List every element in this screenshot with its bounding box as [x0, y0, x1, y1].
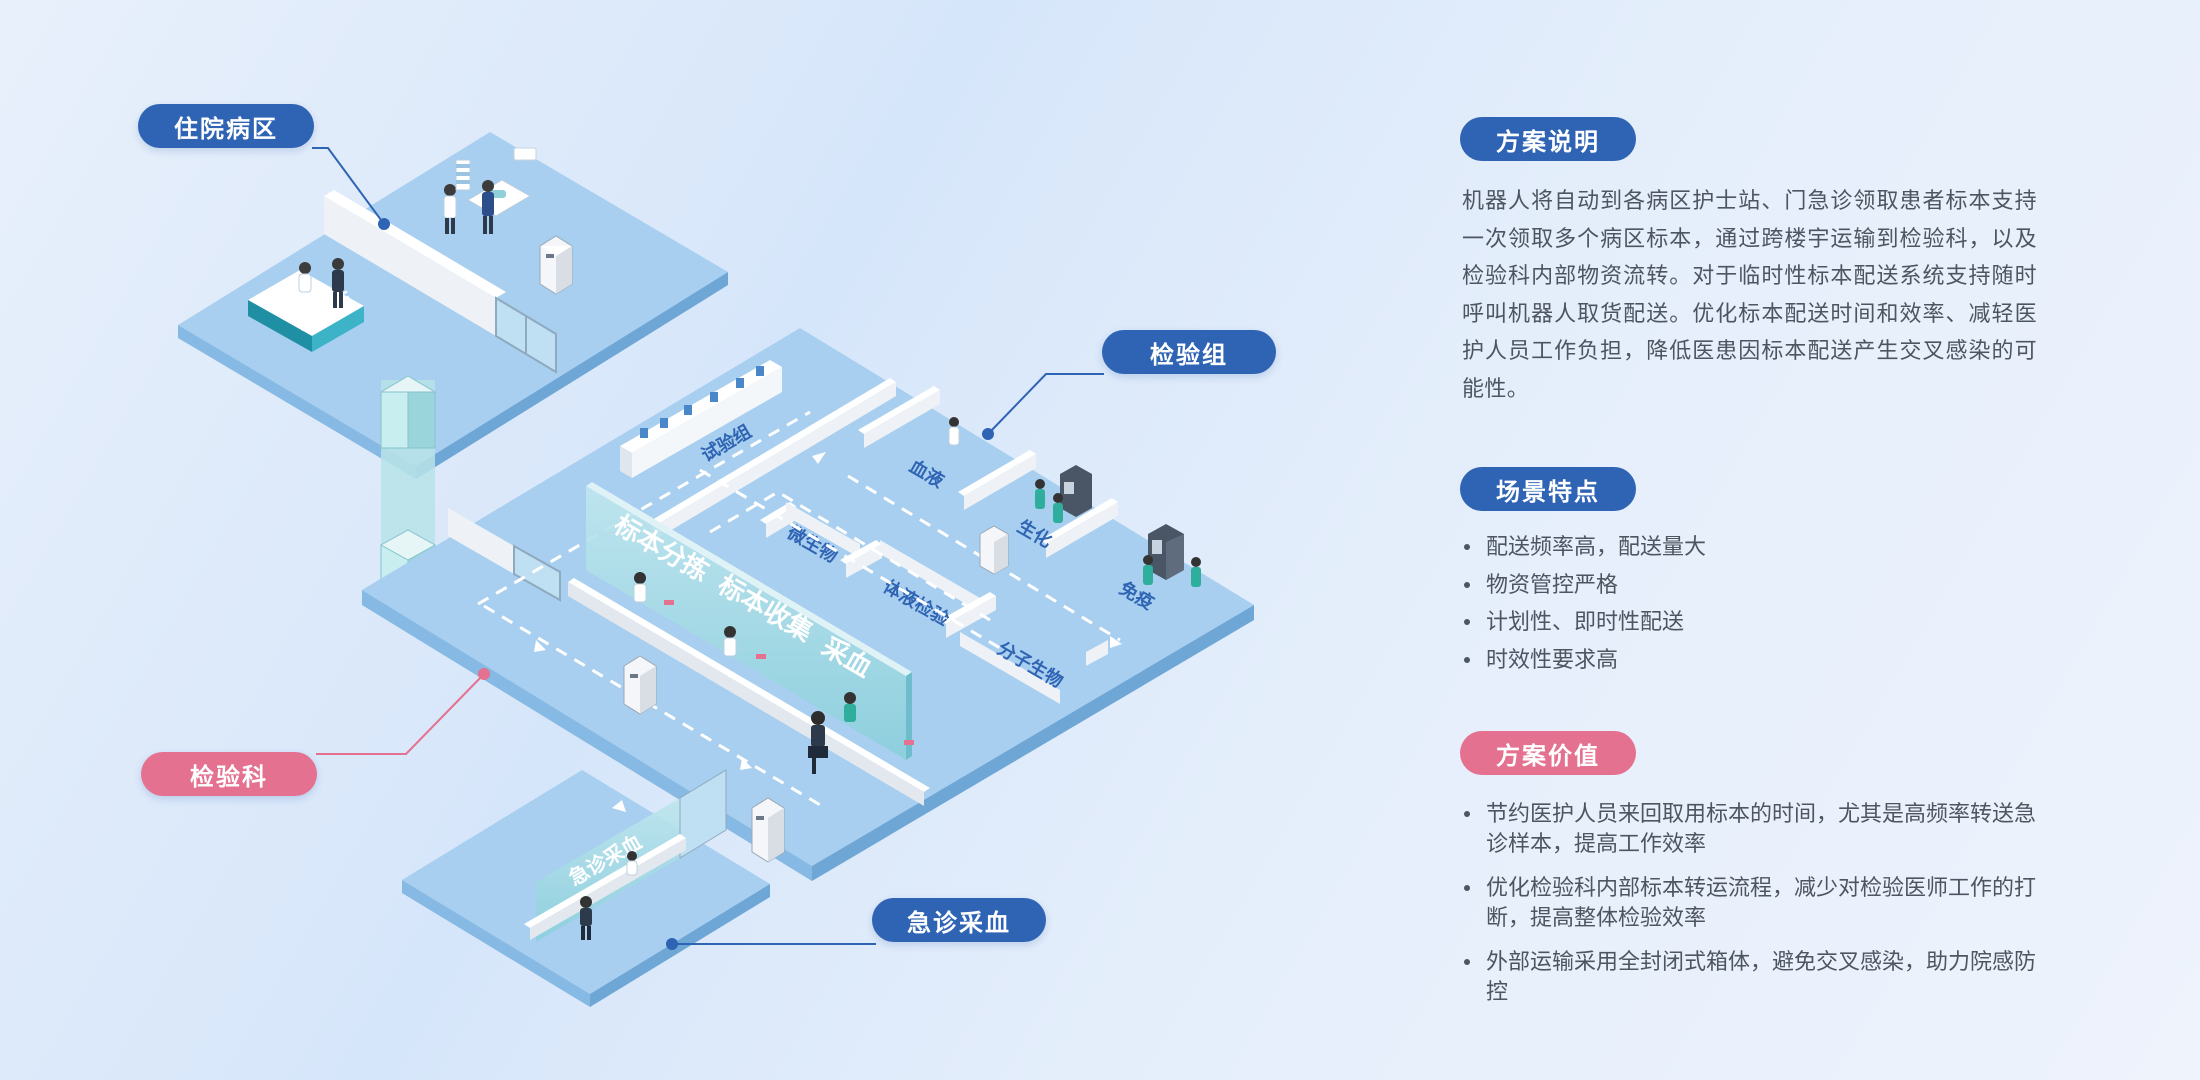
family-figure — [482, 180, 494, 234]
elevator-shaft — [379, 375, 437, 596]
features-list: 配送频率高，配送量大 物资管控严格 计划性、即时性配送 时效性要求高 — [1462, 533, 2046, 683]
lab-group-callout-label: 检验组 — [1102, 330, 1276, 374]
trial-group-items — [640, 366, 764, 438]
lab-group-callout-dot — [982, 428, 994, 440]
lab-dept-callout-label: 检验科 — [141, 752, 317, 796]
route-arrows — [534, 452, 1122, 770]
ward-callout-dot — [378, 218, 390, 230]
visitor-figure — [332, 258, 344, 308]
features-title: 场景特点 — [1460, 467, 1636, 511]
sample-racks — [664, 600, 914, 745]
delivery-robot-lab — [979, 525, 1009, 575]
lab-analyzer — [1060, 465, 1092, 517]
list-item: 物资管控严格 — [1462, 571, 2046, 601]
list-item: 外部运输采用全封闭式箱体，避免交叉感染，助力院感防控 — [1462, 948, 2046, 1008]
callout-lines — [312, 147, 1104, 945]
list-item: 优化检验科内部标本转运流程，减少对检验医师工作的打断，提高整体检验效率 — [1462, 874, 2046, 934]
counter-staff — [633, 572, 856, 722]
value-title: 方案价值 — [1460, 731, 1636, 775]
lab-dept-callout-dot — [478, 668, 490, 680]
emergency-floor: 急诊采血 — [402, 769, 785, 1007]
ward-callout-label: 住院病区 — [138, 104, 314, 148]
nurse-figure — [298, 262, 312, 293]
lab-workers — [948, 417, 1201, 587]
doctor-figure — [443, 184, 457, 234]
delivery-robot-counter — [623, 655, 657, 715]
patient-seated — [808, 711, 828, 774]
list-item: 配送频率高，配送量大 — [1462, 533, 2046, 563]
ward-floor: 护士站 — [178, 132, 728, 479]
list-item: 时效性要求高 — [1462, 646, 2046, 676]
solution-title: 方案说明 — [1460, 117, 1636, 161]
emergency-people — [580, 851, 638, 940]
list-item: 计划性、即时性配送 — [1462, 608, 2046, 638]
specimen-counter-glass — [586, 482, 912, 760]
lab-analyzer-2 — [1148, 524, 1184, 580]
lab-floor: 试验组 微生物 体液检验 分子生物 血液 生化 免疫 — [362, 328, 1254, 881]
supply-cart — [455, 159, 471, 191]
emergency-callout-label: 急诊采血 — [872, 898, 1046, 942]
solution-description: 机器人将自动到各病区护士站、门急诊领取患者标本支持一次领取多个病区标本，通过跨楼… — [1462, 189, 2037, 402]
list-item: 节约医护人员来回取用标本的时间，尤其是高频率转送急诊样本，提高工作效率 — [1462, 800, 2046, 860]
delivery-robot-ward — [539, 235, 573, 295]
emergency-callout-dot — [666, 938, 678, 950]
value-list: 节约医护人员来回取用标本的时间，尤其是高频率转送急诊样本，提高工作效率 优化检验… — [1462, 800, 2046, 1022]
delivery-robot-emergency — [751, 797, 785, 863]
